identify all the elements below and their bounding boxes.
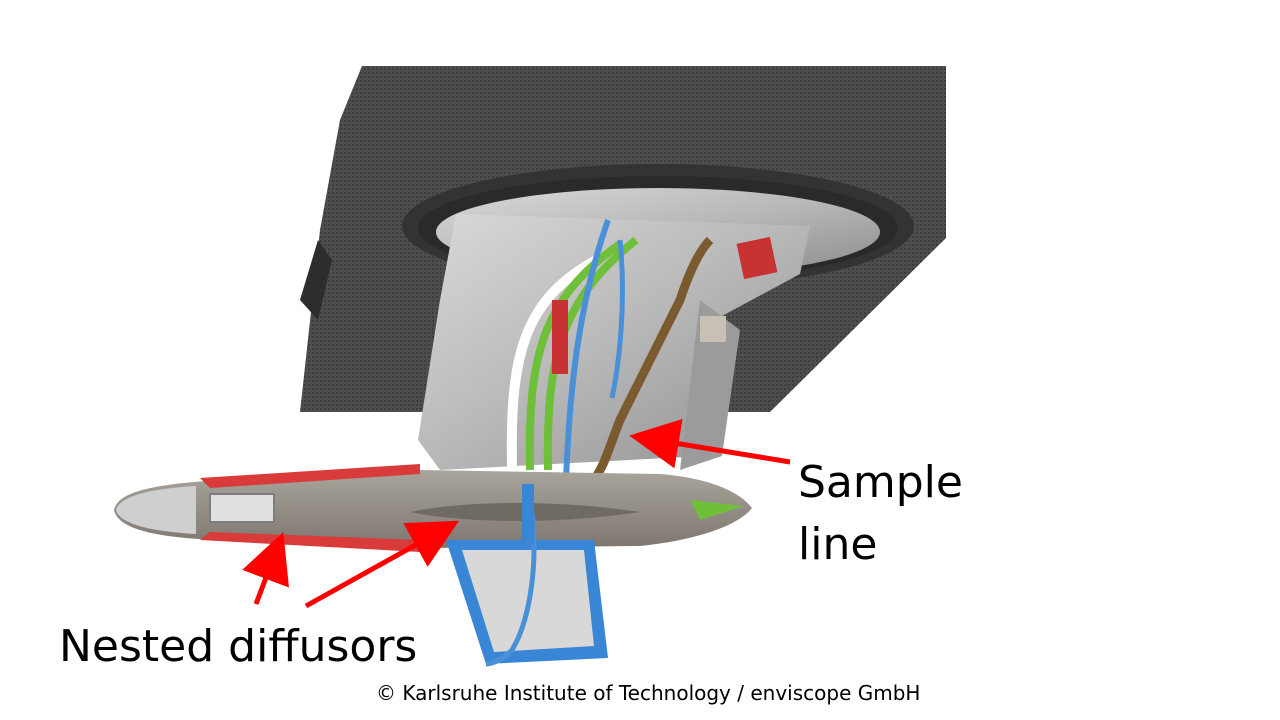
sample-line-label-line2: line: [798, 519, 878, 570]
sample-line-label-line1: Sample: [798, 457, 963, 508]
diffusor-arrow-outer: [242, 531, 289, 605]
sample-line-label: Sample line: [798, 452, 963, 576]
sample-line-arrow: [629, 419, 791, 469]
copyright-credit: © Karlsruhe Institute of Technology / en…: [376, 681, 921, 705]
nested-diffusors-label: Nested diffusors: [59, 621, 418, 672]
diffusor-arrow-inner: [304, 520, 460, 609]
